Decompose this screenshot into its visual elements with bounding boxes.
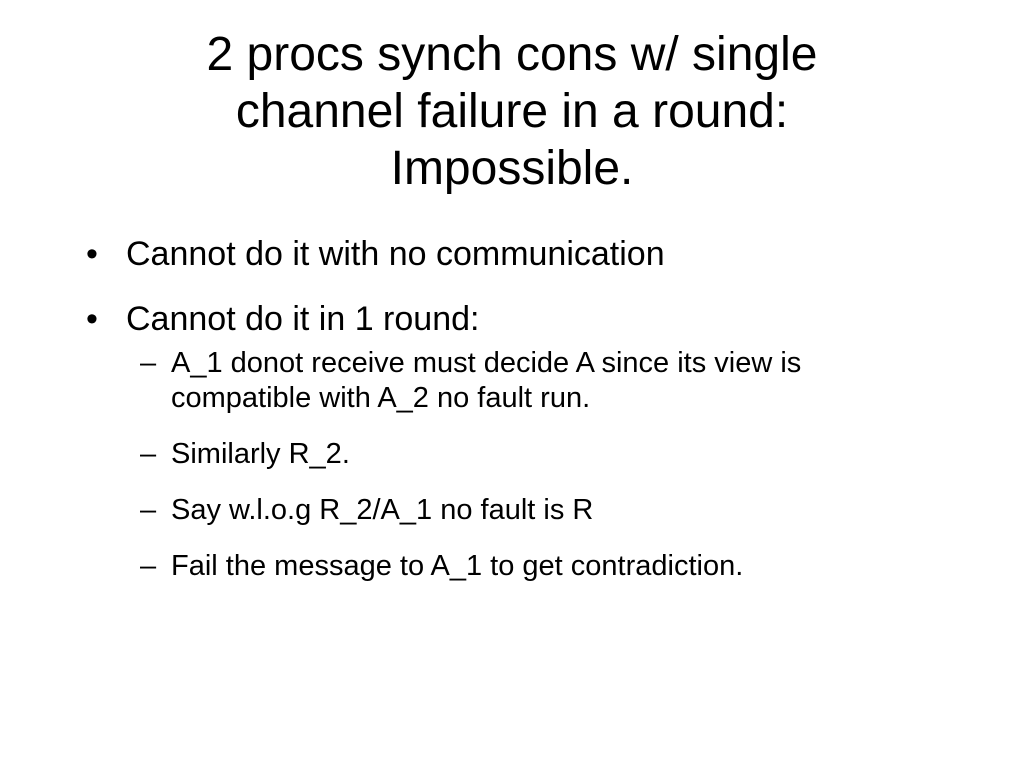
sub-bullet-marker: – bbox=[140, 347, 157, 379]
slide-body: • Cannot do it with no communication • C… bbox=[86, 234, 946, 605]
sub-bullet-item-4: – Fail the message to A_1 to get contrad… bbox=[140, 549, 946, 584]
bullet-item-2: • Cannot do it in 1 round: bbox=[86, 299, 946, 339]
slide-title: 2 procs synch cons w/ single channel fai… bbox=[60, 26, 964, 197]
title-line-2: channel failure in a round: bbox=[235, 85, 789, 138]
bullet-item-1: • Cannot do it with no communication bbox=[86, 234, 946, 274]
sub-bullet-item-2: – Similarly R_2. bbox=[140, 437, 946, 472]
sub-bullet-item-1: – A_1 donot receive must decide A since … bbox=[140, 346, 946, 416]
sub-bullet-marker: – bbox=[140, 550, 157, 582]
bullet-marker: • bbox=[86, 235, 98, 273]
sub-bullet-text: Fail the message to A_1 to get contradic… bbox=[171, 550, 744, 582]
sub-bullet-list: – A_1 donot receive must decide A since … bbox=[86, 346, 946, 584]
sub-bullet-item-3: – Say w.l.o.g R_2/A_1 no fault is R bbox=[140, 493, 946, 528]
bullet-text: Cannot do it with no communication bbox=[126, 235, 665, 273]
title-line-1: 2 procs synch cons w/ single bbox=[206, 28, 818, 81]
bullet-text: Cannot do it in 1 round: bbox=[126, 300, 480, 338]
sub-bullet-text: Similarly R_2. bbox=[171, 438, 350, 470]
sub-bullet-marker: – bbox=[140, 438, 157, 470]
sub-bullet-text: A_1 donot receive must decide A since it… bbox=[171, 347, 802, 414]
bullet-marker: • bbox=[86, 300, 98, 338]
title-line-3: Impossible. bbox=[390, 142, 634, 195]
sub-bullet-text: Say w.l.o.g R_2/A_1 no fault is R bbox=[171, 494, 594, 526]
sub-bullet-marker: – bbox=[140, 494, 157, 526]
